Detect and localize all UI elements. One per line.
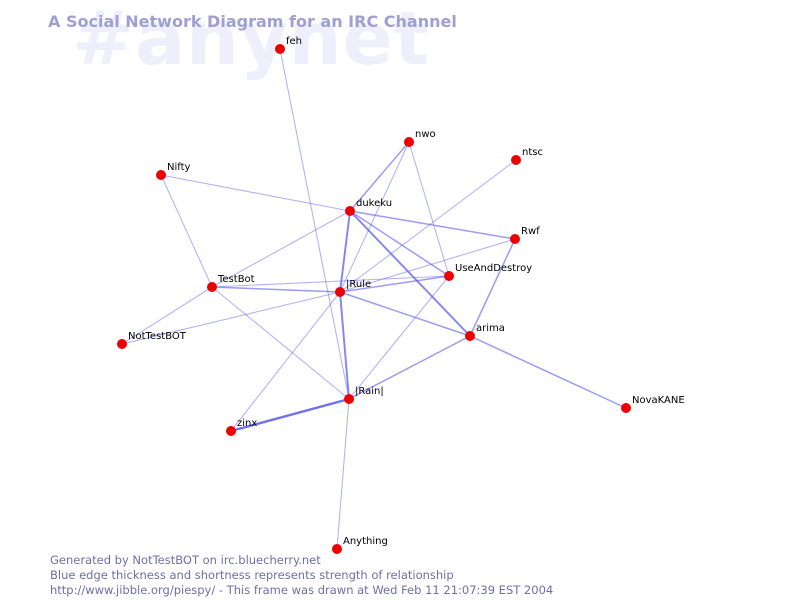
edge-testbot-rule: [211, 286, 341, 293]
node-label-novakane: NovaKANE: [632, 395, 685, 406]
edge-nwo-rule: [339, 141, 410, 293]
node-label-nwo: nwo: [415, 129, 436, 140]
node-label-zinx: zinx: [237, 418, 257, 429]
edge-layer: [121, 48, 627, 550]
node-label-arima: arima: [476, 323, 505, 334]
edge-feh-rain: [279, 48, 350, 400]
edge-rule-nottestbot: [121, 291, 341, 345]
node-nottestbot[interactable]: [117, 339, 127, 349]
node-label-nifty: Nifty: [167, 162, 191, 173]
edge-rwf-arima: [469, 238, 516, 337]
edge-nifty-testbot: [160, 174, 213, 288]
node-nwo[interactable]: [404, 137, 414, 147]
node-rule[interactable]: [335, 287, 345, 297]
edge-nwo-useanddestroy: [408, 141, 450, 277]
node-label-anything: Anything: [343, 536, 388, 547]
node-zinx[interactable]: [226, 426, 236, 436]
edge-rwf-rule: [339, 238, 516, 293]
edge-dukeku-rule: [339, 210, 351, 293]
node-nifty[interactable]: [156, 170, 166, 180]
node-dukeku[interactable]: [345, 206, 355, 216]
edge-rain-zinx: [229, 397, 351, 433]
node-label-feh: feh: [286, 36, 302, 47]
node-label-rwf: Rwf: [521, 226, 540, 237]
node-useanddestroy[interactable]: [444, 271, 454, 281]
edge-dukeku-useanddestroy: [349, 210, 450, 277]
edge-rule-rain: [339, 291, 350, 400]
edge-testbot-rain: [211, 286, 350, 400]
edge-ntsc-rule: [339, 159, 517, 293]
edge-useanddestroy-rule: [339, 275, 450, 293]
edge-rain-anything: [336, 398, 350, 550]
node-arima[interactable]: [465, 331, 475, 341]
footer-generated-by: Generated by NotTestBOT on irc.bluecherr…: [50, 553, 321, 567]
node-novakane[interactable]: [621, 403, 631, 413]
node-label-nottestbot: NotTestBOT: [128, 331, 187, 342]
node-label-testbot: TestBot: [217, 274, 255, 285]
node-label-useanddestroy: UseAndDestroy: [455, 263, 532, 274]
node-ntsc[interactable]: [511, 155, 521, 165]
node-rain[interactable]: [344, 394, 354, 404]
channel-watermark: #anynet: [72, 0, 431, 82]
page-title: A Social Network Diagram for an IRC Chan…: [48, 12, 457, 31]
node-label-rule: |Rule: [346, 279, 371, 290]
edge-dukeku-testbot: [211, 210, 351, 288]
edge-rule-arima: [339, 291, 471, 337]
node-anything[interactable]: [332, 544, 342, 554]
footer-legend-note: Blue edge thickness and shortness repres…: [50, 568, 454, 582]
node-label-ntsc: ntsc: [522, 147, 543, 158]
footer-frame-info: http://www.jibble.org/piespy/ - This fra…: [50, 583, 554, 597]
edge-dukeku-rwf: [349, 210, 516, 240]
edge-testbot-nottestbot: [121, 286, 213, 345]
edge-dukeku-arima: [349, 210, 471, 337]
node-testbot[interactable]: [207, 282, 217, 292]
node-label-dukeku: dukeku: [356, 198, 392, 209]
edge-useanddestroy-testbot: [211, 275, 450, 288]
edge-arima-novakane: [469, 335, 627, 409]
edge-rule-zinx: [230, 291, 341, 432]
footer: Generated by NotTestBOT on irc.bluecherr…: [50, 553, 553, 598]
node-feh[interactable]: [275, 44, 285, 54]
node-label-rain: |Rain|: [355, 386, 384, 397]
edge-arima-rain: [348, 335, 471, 400]
edge-nwo-dukeku: [349, 141, 410, 212]
node-rwf[interactable]: [510, 234, 520, 244]
edge-nifty-dukeku: [160, 174, 351, 212]
edge-useanddestroy-rain: [348, 275, 450, 400]
